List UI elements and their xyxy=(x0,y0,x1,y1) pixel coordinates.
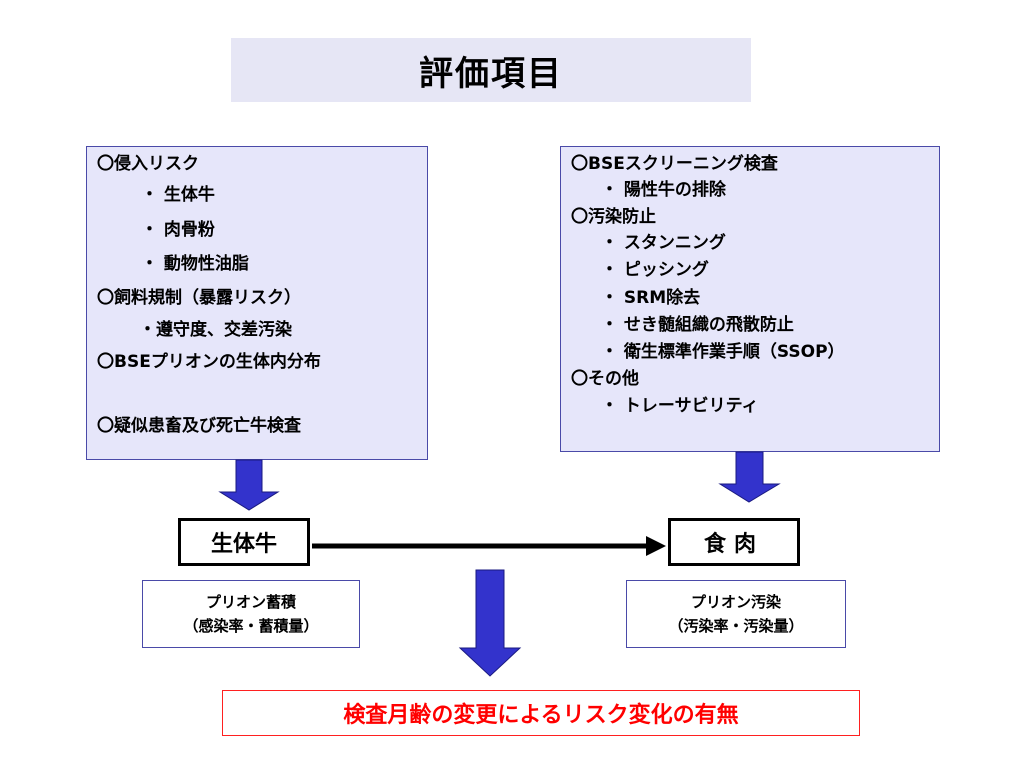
right-item-ssop: ・ 衛生標準作業手順（SSOP） xyxy=(601,342,845,362)
info-right-line1: プリオン汚染 xyxy=(690,593,781,611)
left-item-animal-fat: ・ 動物性油脂 xyxy=(141,254,249,274)
center-down-arrow xyxy=(458,569,522,677)
right-item-stunning: ・ スタンニング xyxy=(601,233,726,253)
right-item-screening: 〇BSEスクリーニング検査 xyxy=(571,154,778,174)
node-live-cattle-label: 生体牛 xyxy=(210,532,277,557)
right-down-arrow xyxy=(718,451,781,503)
page-title: 評価項目 xyxy=(419,53,563,94)
left-panel: 〇侵入リスク ・ 生体牛 ・ 肉骨粉 ・ 動物性油脂 〇飼料規制（暴露リスク） … xyxy=(86,146,428,460)
node-meat: 食肉 xyxy=(668,518,800,566)
right-item-pithing: ・ ピッシング xyxy=(601,260,709,280)
left-down-arrow xyxy=(218,459,280,511)
right-item-traceability: ・ トレーサビリティ xyxy=(601,396,759,416)
right-panel: 〇BSEスクリーニング検査 ・ 陽性牛の排除 〇汚染防止 ・ スタンニング ・ … xyxy=(560,146,940,452)
left-item-compliance: ・遵守度、交差汚染 xyxy=(139,320,292,340)
info-left-line1: プリオン蓄積 xyxy=(205,593,296,611)
left-item-prion-distribution: 〇BSEプリオンの生体内分布 xyxy=(97,352,321,372)
left-item-live-cattle: ・ 生体牛 xyxy=(141,185,215,205)
left-item-feed-regulation: 〇飼料規制（暴露リスク） xyxy=(97,288,301,308)
right-item-positive-removal: ・ 陽性牛の排除 xyxy=(601,180,726,200)
left-item-suspect-testing: 〇疑似患畜及び死亡牛検査 xyxy=(97,416,301,436)
left-item-invasion-risk: 〇侵入リスク xyxy=(97,154,199,174)
info-prion-contamination: プリオン汚染 （汚染率・汚染量） xyxy=(626,580,846,648)
right-item-srm-removal: ・ SRM除去 xyxy=(601,288,701,308)
info-right-line2: （汚染率・汚染量） xyxy=(668,617,804,635)
right-item-contamination-prevention: 〇汚染防止 xyxy=(571,207,656,227)
right-item-spinal-scatter: ・ せき髄組織の飛散防止 xyxy=(601,315,794,335)
right-item-other: 〇その他 xyxy=(571,369,639,389)
result-text: 検査月齢の変更によるリスク変化の有無 xyxy=(343,703,739,728)
title-box: 評価項目 xyxy=(231,38,751,102)
node-meat-label: 食肉 xyxy=(703,532,764,557)
info-prion-accumulation: プリオン蓄積 （感染率・蓄積量） xyxy=(142,580,360,648)
left-item-meat-bone-meal: ・ 肉骨粉 xyxy=(141,220,215,240)
result-box: 検査月齢の変更によるリスク変化の有無 xyxy=(222,690,860,736)
info-left-line2: （感染率・蓄積量） xyxy=(183,617,319,635)
node-live-cattle: 生体牛 xyxy=(178,518,310,566)
cattle-to-meat-arrowhead xyxy=(646,536,666,556)
